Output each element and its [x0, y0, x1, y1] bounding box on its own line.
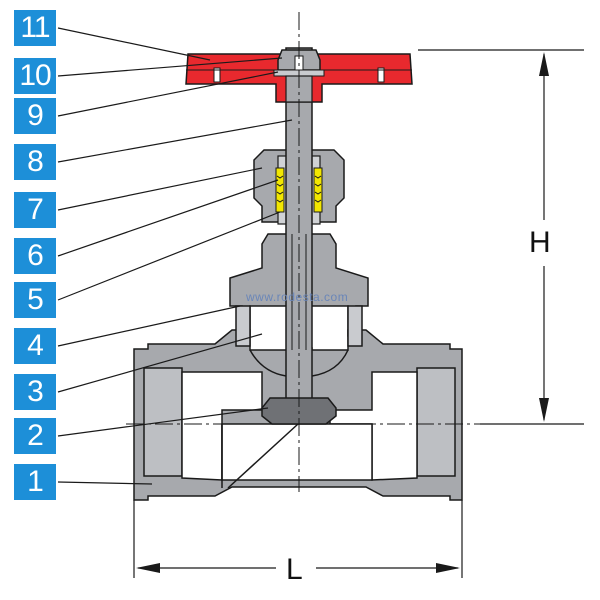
- packing-left: [275, 167, 285, 213]
- leader-1: [57, 481, 153, 485]
- l-arrow-right: [436, 563, 460, 573]
- callout-badge-body: 1: [14, 464, 56, 500]
- leader-11: [57, 27, 211, 61]
- callout-badge-bonnet: 5: [14, 282, 56, 318]
- bonnet-ring-right: [347, 305, 363, 347]
- callout-number: 3: [27, 375, 44, 408]
- bonnet-ring-left: [235, 305, 251, 347]
- callout-number: 2: [27, 419, 44, 452]
- leader-6: [57, 179, 279, 257]
- leader-9: [57, 71, 279, 117]
- callout-number: 9: [27, 99, 44, 132]
- packing-right: [313, 167, 323, 213]
- callout-badge-handwheel: 11: [14, 10, 56, 46]
- packing-marks: [276, 175, 322, 203]
- leader-2: [57, 407, 269, 437]
- callout-number: 8: [27, 145, 44, 178]
- dimension-length-label: L: [286, 553, 303, 586]
- h-arrow-bottom: [539, 398, 549, 422]
- leader-4: [57, 305, 241, 347]
- callout-number: 11: [20, 11, 50, 44]
- leader-5: [57, 211, 281, 301]
- callout-number: 5: [27, 283, 44, 316]
- seat-diagonal: [227, 423, 299, 489]
- handwheel-slot-right: [377, 67, 385, 83]
- callout-badge-disc: 2: [14, 418, 56, 454]
- leader-10: [57, 57, 283, 77]
- handwheel-slot-left: [213, 67, 221, 83]
- callout-badge-bonnet-ring: 4: [14, 328, 56, 364]
- callout-badge-stem: 8: [14, 144, 56, 180]
- callout-number: 6: [27, 239, 44, 272]
- callout-number: 10: [19, 59, 51, 92]
- callout-badge-handwheel-nut: 10: [14, 58, 56, 94]
- callout-number: 1: [27, 465, 44, 498]
- callout-number: 7: [27, 193, 44, 226]
- leader-7: [57, 167, 263, 211]
- callout-badge-packing: 6: [14, 238, 56, 274]
- seat-chamber: [221, 423, 373, 481]
- callout-badge-gland-nut: 7: [14, 192, 56, 228]
- callout-number: 4: [27, 329, 44, 362]
- callout-badge-bonnet-body: 3: [14, 374, 56, 410]
- leader-8: [57, 119, 293, 163]
- leader-3: [57, 333, 263, 393]
- callout-badge-washer: 9: [14, 98, 56, 134]
- dimension-height-label: H: [529, 226, 551, 259]
- leader-lines: [57, 27, 293, 485]
- h-arrow-top: [539, 52, 549, 76]
- l-arrow-left: [136, 563, 160, 573]
- right-port: [416, 367, 456, 477]
- watermark-text: www.rodesta.com: [246, 290, 349, 304]
